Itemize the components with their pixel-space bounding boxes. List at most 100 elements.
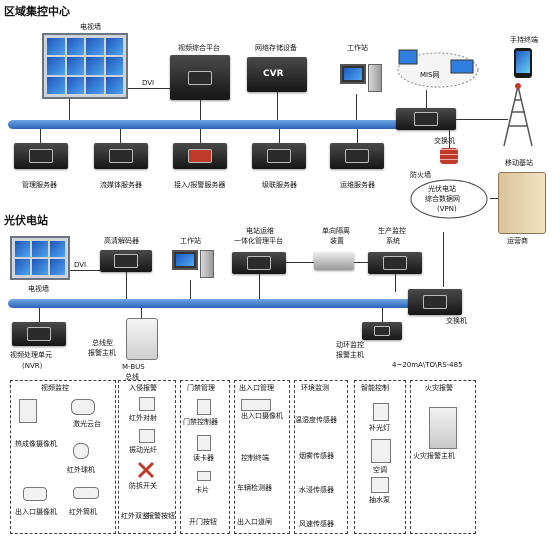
ir-dome-icon — [73, 443, 89, 459]
hd-decoder-label: 高清解码器 — [104, 237, 139, 245]
video-wall-bottom — [10, 236, 70, 280]
group-access-control: 门禁管理 门禁控制器 读卡器 卡片 开门按钮 — [180, 380, 230, 534]
entrance-camera-icon — [23, 487, 47, 501]
link-mis — [426, 90, 427, 108]
core-switch-top — [396, 108, 456, 130]
air-conditioner-icon — [371, 439, 391, 463]
link-nvr — [39, 308, 40, 322]
ir-bullet-icon — [73, 487, 99, 499]
dvi-label-top: DVI — [142, 79, 155, 87]
group-item: 抽水泵 — [369, 496, 390, 504]
dvi-line-bottom — [70, 270, 100, 271]
server-label-3: 接入/报警服务器 — [174, 181, 226, 189]
group-fire-alarm: 火灾报警 火灾报警主机 — [410, 380, 476, 534]
group-item: 补光灯 — [369, 424, 390, 432]
group-item: 火灾报警主机 — [413, 452, 455, 460]
isolation-label-2: 装置 — [330, 237, 344, 245]
group-item: 热成像摄像机 — [15, 440, 57, 448]
env-host-label-2: 报警主机 — [336, 351, 364, 359]
dvi-line-top — [128, 88, 170, 89]
link-storage — [277, 92, 278, 120]
group-item: 红外对射 — [129, 414, 157, 422]
video-platform-device — [170, 55, 230, 100]
hd-decoder-device — [100, 250, 152, 272]
group-item: 风速传感器 — [299, 520, 334, 528]
link-srv1 — [40, 129, 41, 143]
group-title: 视频监控 — [41, 384, 69, 392]
group-item: 烟雾传感器 — [299, 452, 334, 460]
link-env — [382, 308, 383, 322]
group-item: 读卡器 — [193, 454, 214, 462]
mbus-label-1: M-BUS — [122, 363, 145, 371]
group-item: 温湿度传感器 — [295, 416, 337, 424]
group-item: 水浸传感器 — [299, 486, 334, 494]
storage-label: 网络存储设备 — [255, 44, 297, 52]
vpn-label-2: 综合数据网 — [425, 195, 460, 203]
link-srv5 — [357, 129, 358, 143]
group-item: 车辆检测器 — [237, 484, 272, 492]
workstation-top — [340, 64, 382, 94]
vibration-fiber-icon — [139, 429, 155, 443]
link-ops — [259, 274, 260, 299]
link-platform — [200, 100, 201, 120]
server-label-4: 级联服务器 — [262, 181, 297, 189]
fill-light-icon — [373, 403, 389, 421]
operator-label: 运营商 — [507, 237, 528, 245]
group-item: 开门按钮 — [189, 518, 217, 526]
link-srv4 — [279, 129, 280, 143]
server-streaming — [94, 143, 148, 169]
server-ops — [330, 143, 384, 169]
vpn-label-1: 光伏电站 — [428, 185, 456, 193]
group-title: 出入口管理 — [239, 384, 274, 392]
mobile-station-label: 移动基站 — [505, 159, 533, 167]
vpn-label-3: (VPN) — [437, 205, 457, 213]
group-intrusion-alarm: 入侵报警 红外对射 振动光纤 防拆开关 红外双鉴 报警按钮 — [118, 380, 176, 534]
link-to-station — [456, 119, 508, 120]
link-prod-bus — [395, 274, 396, 292]
card-icon — [197, 471, 211, 481]
env-alarm-host — [362, 322, 402, 340]
switch-bottom — [408, 289, 462, 315]
group-smart-control: 智能控制 补光灯 空调 抽水泵 — [354, 380, 406, 534]
server-label-2: 流媒体服务器 — [100, 181, 142, 189]
group-item: 出入口道闸 — [237, 518, 272, 526]
video-platform-label: 视频综合平台 — [178, 44, 220, 52]
handheld-terminal — [514, 48, 532, 78]
link-prod — [354, 262, 368, 263]
fire-alarm-host-icon — [429, 407, 457, 449]
group-item: 报警按钮 — [147, 512, 175, 520]
vpn-cloud — [410, 179, 488, 219]
link-decoder — [126, 272, 127, 299]
switch-bottom-label: 交换机 — [446, 317, 467, 325]
video-wall-bottom-label: 电视墙 — [28, 285, 49, 293]
link-alarm — [141, 308, 142, 318]
group-video-surveillance: 视频监控 热成像摄像机 激光云台 红外球机 出入口摄像机 红外筒机 — [10, 380, 116, 534]
water-pump-icon — [371, 477, 389, 493]
link-firewall — [449, 130, 450, 148]
server-management — [14, 143, 68, 169]
group-item: 控制终端 — [241, 454, 269, 462]
link-operator — [490, 198, 498, 199]
group-item: 红外球机 — [67, 466, 95, 474]
server-label-5: 运维服务器 — [340, 181, 375, 189]
group-entrance-management: 出入口管理 出入口摄像机 控制终端 车辆检测器 出入口道闸 — [234, 380, 290, 534]
firewall-icon — [440, 148, 458, 164]
card-reader-icon — [197, 435, 211, 451]
ops-platform-device — [232, 252, 286, 274]
regional-center-title: 区域集控中心 — [4, 5, 70, 18]
ir-beam-icon — [139, 397, 155, 411]
group-title: 智能控制 — [361, 384, 389, 392]
alarm-host-label-1: 总线型 — [92, 339, 113, 347]
workstation-top-label: 工作站 — [347, 44, 368, 52]
nvr-device — [12, 322, 66, 346]
mbus-label-2: 总线 — [125, 373, 139, 381]
mis-label: MIS网 — [420, 71, 440, 79]
laser-ptz-icon — [71, 399, 95, 415]
link-srv2 — [120, 129, 121, 143]
workstation-bottom — [172, 250, 214, 280]
link-vpn-switch — [443, 232, 444, 287]
group-item: 红外双鉴 — [121, 512, 149, 520]
mis-network-cloud — [397, 49, 479, 88]
bus-alarm-host — [126, 318, 158, 360]
